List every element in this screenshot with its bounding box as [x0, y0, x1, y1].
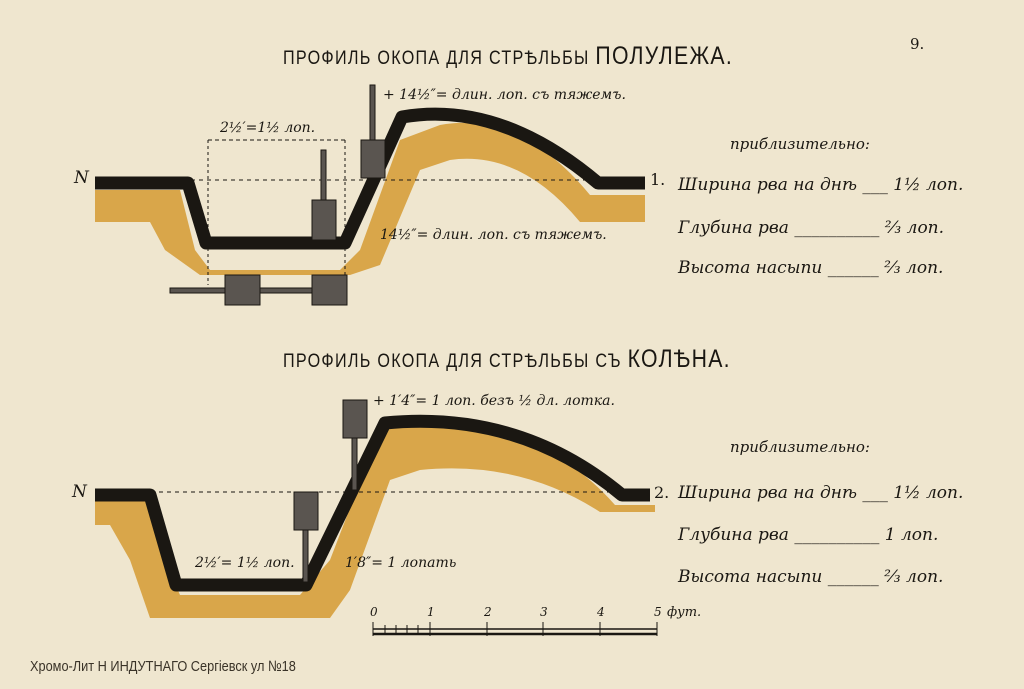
shovel-icon	[169, 274, 261, 306]
right-marker: 1.	[650, 170, 666, 189]
profile-1-title: ПРОФИЛЬ ОКОПА ДЛЯ СТРѢЛЬБЫ ПОЛУЛЕЖА.	[283, 42, 733, 71]
top-note: + 1′4″= 1 лоп. безъ ½ дл. лотка.	[373, 393, 615, 409]
ground-line-2	[95, 414, 650, 592]
right-marker: 2.	[654, 483, 670, 502]
printer-credit: Хромо-Лит Н ИНДУТНАГО Сергіевск ул №18	[30, 658, 296, 675]
title-text: ПРОФИЛЬ ОКОПА ДЛЯ СТРѢЛЬБЫ СЪ	[283, 351, 622, 372]
scale-bar	[372, 622, 658, 636]
shovel-icon	[360, 84, 386, 179]
spec-row: Высота насыпи ______ ⅔ лоп.	[678, 567, 944, 587]
profile-2-title: ПРОФИЛЬ ОКОПА ДЛЯ СТРѢЛЬБЫ СЪ КОЛѢНА.	[283, 345, 731, 374]
shovel-icon	[342, 399, 368, 491]
spec-row: Высота насыпи ______ ⅔ лоп.	[678, 258, 944, 278]
approx-label: приблизительно:	[730, 438, 870, 456]
left-marker: N	[74, 168, 89, 188]
scale-tick-label: 3	[540, 605, 548, 619]
spec-row: Ширина рва на днѣ ___ 1½ лоп.	[678, 175, 964, 195]
shovel-icon	[259, 274, 348, 306]
shovel-icon	[293, 491, 319, 583]
trench-profile-2	[95, 399, 655, 618]
width-note: 2½′= 1½ лоп.	[195, 555, 295, 571]
earth-fill-1	[95, 122, 645, 275]
shovel-icon	[311, 149, 337, 241]
scale-tick-label: 4	[597, 605, 605, 619]
earth-fill-2	[95, 424, 655, 618]
title-emphasis: КОЛѢНА.	[627, 345, 731, 373]
depth-note: 1′8″= 1 лопать	[345, 555, 457, 571]
spec-row: Глубина рва __________ 1 лоп.	[678, 525, 939, 545]
approx-label: приблизительно:	[730, 135, 870, 153]
scale-unit: фут.	[667, 605, 702, 620]
width-note: 2½′=1½ лоп.	[220, 120, 316, 136]
spec-row: Глубина рва __________ ⅔ лоп.	[678, 218, 945, 238]
title-emphasis: ПОЛУЛЕЖА.	[595, 42, 734, 70]
trench-profile-1	[95, 84, 645, 306]
depth-note: 14½″= длин. лоп. съ тяжемъ.	[380, 227, 607, 243]
scale-tick-label: 1	[427, 605, 435, 619]
scale-tick-label: 2	[484, 605, 492, 619]
top-note: + 14½″= длин. лоп. съ тяжемъ.	[383, 87, 626, 103]
scale-tick-label: 0	[370, 605, 378, 619]
left-marker: N	[72, 482, 87, 502]
spec-row: Ширина рва на днѣ ___ 1½ лоп.	[678, 483, 964, 503]
scale-tick-label: 5	[654, 605, 662, 619]
page-number: 9.	[910, 35, 925, 53]
title-text: ПРОФИЛЬ ОКОПА ДЛЯ СТРѢЛЬБЫ	[283, 48, 590, 69]
